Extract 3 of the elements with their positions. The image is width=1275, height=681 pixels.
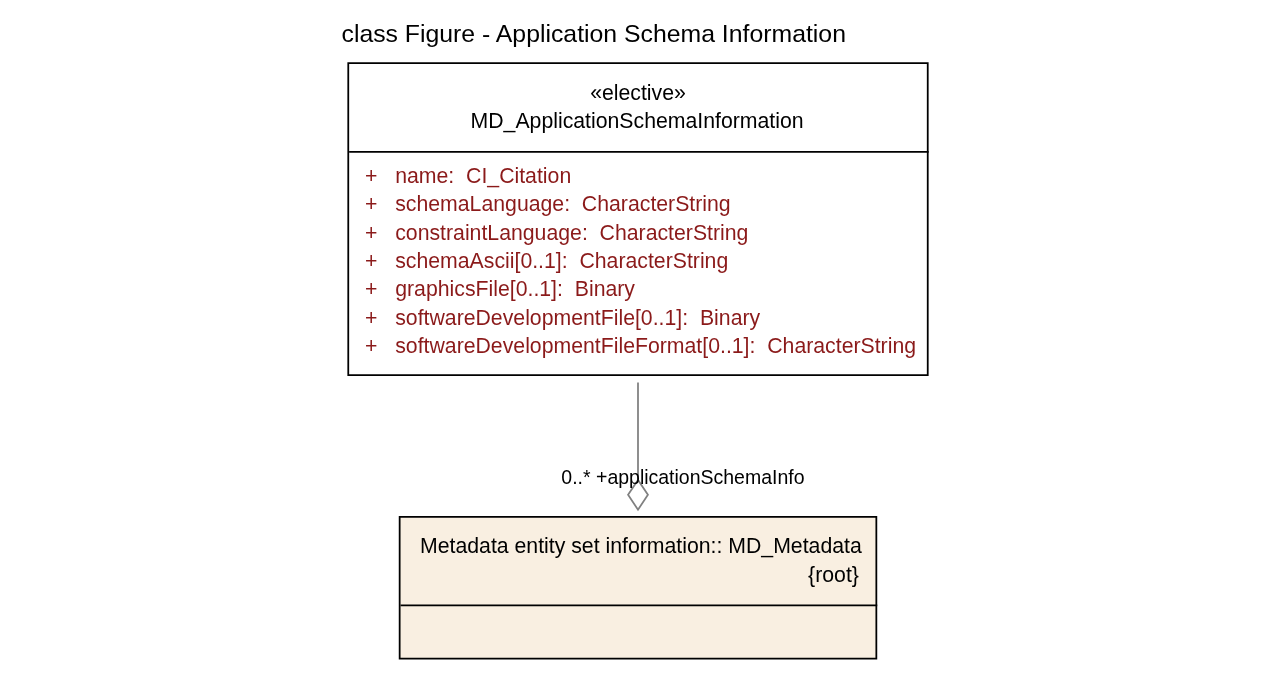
connector (626, 381, 649, 512)
diagram-title: class Figure - Application Schema Information (340, 20, 846, 48)
edge-label: 0..* +applicationSchemaInfo (560, 465, 805, 488)
